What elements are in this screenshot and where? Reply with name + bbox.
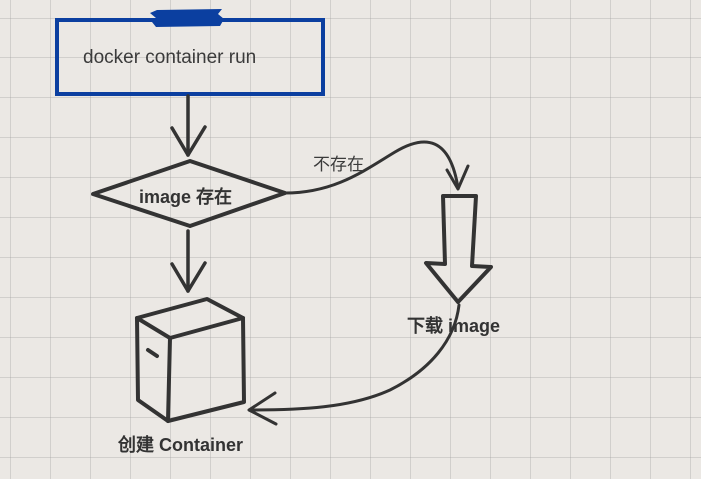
container-box-icon [135,297,246,423]
decision-node-label: image 存在 [139,187,233,207]
start-node[interactable] [55,9,325,96]
start-node-label: docker container run [83,47,257,68]
tape-decoration [150,9,224,27]
arrow-decision-to-download [283,140,470,195]
create-node-label: 创建 Container [118,435,244,455]
download-arrow-shape [424,194,493,304]
download-node-label: 下载 image [407,316,501,336]
arrow-start-to-decision [170,94,207,157]
arrow-download-to-create [247,303,461,426]
edge-no-label: 不存在 [313,155,364,174]
arrow-decision-to-create [170,229,207,293]
